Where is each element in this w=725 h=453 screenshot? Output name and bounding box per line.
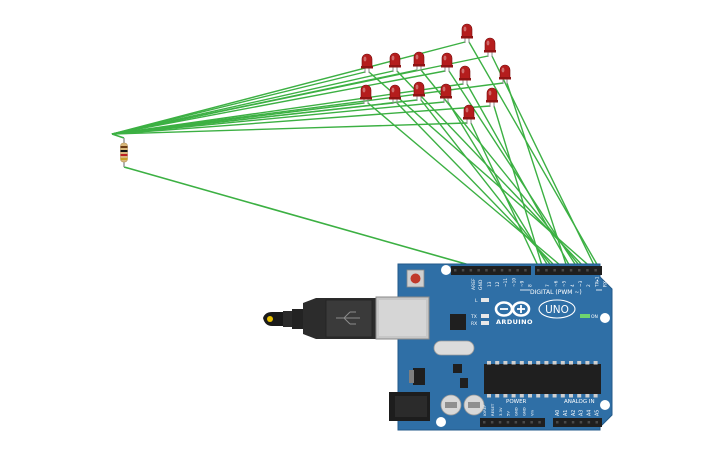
- digital-pin-label: 13: [487, 281, 493, 287]
- atmega-chip: [484, 364, 601, 394]
- digital-pin-label: 7: [545, 284, 551, 287]
- wire-anode[interactable]: [396, 70, 586, 269]
- analog-pin-label: A5: [595, 410, 601, 416]
- led-5[interactable]: [413, 51, 425, 71]
- led-11[interactable]: [413, 81, 425, 101]
- led-l: [481, 298, 489, 302]
- wire-resistor-gnd[interactable]: [123, 166, 481, 269]
- led-2[interactable]: [484, 37, 496, 57]
- digital-pin-label: ~5: [562, 280, 568, 287]
- uno-badge: [538, 299, 576, 319]
- tx-label: TX: [470, 314, 477, 320]
- wire-anode[interactable]: [466, 83, 572, 269]
- voltage-regulator: [413, 368, 425, 385]
- power-pin-label: 3.3V: [498, 407, 503, 416]
- led-1[interactable]: [461, 23, 473, 43]
- digital-pin-label: 4: [570, 284, 576, 287]
- led-l-label: L: [475, 298, 478, 304]
- digital-header-left[interactable]: [451, 266, 531, 275]
- digital-pin-label: 2: [586, 284, 592, 287]
- digital-pin-label: RX◂0: [603, 276, 609, 287]
- analog-pin-label: A4: [587, 410, 593, 416]
- analog-pin-label: A2: [571, 410, 577, 416]
- wire-cathode[interactable]: [111, 69, 418, 135]
- gnd-label: GND: [478, 279, 484, 290]
- analog-pin-label: A1: [563, 410, 569, 416]
- arduino-wordmark: ARDUINO: [496, 318, 533, 326]
- wires-layer: [111, 41, 600, 269]
- led-6[interactable]: [441, 52, 453, 72]
- wire-anode[interactable]: [420, 99, 554, 269]
- led-tx: [481, 314, 489, 318]
- power-pin-label: Vin: [529, 409, 534, 416]
- led-8[interactable]: [499, 64, 511, 84]
- digital-pin-label: 8: [528, 284, 534, 287]
- wire-anode[interactable]: [470, 122, 540, 269]
- uno-text: UNO: [545, 304, 569, 316]
- power-pin-label: 5V: [506, 411, 511, 416]
- wire-anode[interactable]: [491, 55, 597, 269]
- led-13[interactable]: [486, 87, 498, 107]
- resistor[interactable]: [120, 138, 128, 167]
- usb-cable: [263, 298, 378, 339]
- digital-pin-label: ~3: [578, 280, 584, 287]
- small-chip: [453, 364, 462, 373]
- wire-anode[interactable]: [506, 82, 568, 269]
- led-3[interactable]: [361, 53, 373, 73]
- digital-header-right[interactable]: [535, 266, 602, 275]
- on-led: [580, 314, 590, 318]
- digital-pin-label: ~10: [511, 278, 517, 287]
- power-pin-label: RESET: [490, 403, 495, 416]
- wire-anode[interactable]: [396, 102, 558, 269]
- wire-cathode[interactable]: [111, 101, 445, 135]
- analog-label: ANALOG IN: [564, 399, 595, 405]
- digital-pin-label: TX▸1: [594, 276, 600, 288]
- wire-anode[interactable]: [493, 105, 544, 269]
- crystal: [433, 340, 475, 356]
- digital-pin-label: ~11: [503, 278, 509, 287]
- analog-pin-label: A0: [555, 410, 561, 416]
- led-9[interactable]: [360, 84, 372, 104]
- power-pin-label: IOREF: [482, 405, 487, 416]
- usb-chip: [450, 314, 466, 330]
- analog-pin-label: A3: [579, 410, 585, 416]
- wire-anode[interactable]: [447, 101, 550, 269]
- digital-pin-label: ~6: [553, 280, 559, 287]
- arduino-logo: [494, 301, 531, 317]
- power-header[interactable]: [480, 418, 545, 427]
- wire-cathode[interactable]: [111, 105, 491, 135]
- power-pin-label: GND: [514, 407, 519, 416]
- wire-hub-resistor[interactable]: [111, 133, 125, 139]
- digital-pin-label: 12: [495, 281, 501, 287]
- led-12[interactable]: [440, 83, 452, 103]
- led-7[interactable]: [459, 65, 471, 85]
- led-14[interactable]: [463, 104, 475, 124]
- digital-pin-label: ~9: [519, 280, 525, 287]
- rx-label: RX: [471, 321, 477, 327]
- power-label: POWER: [506, 399, 527, 405]
- power-pin-label: GND: [522, 407, 527, 416]
- wire-cathode[interactable]: [111, 71, 366, 135]
- led-rx: [481, 321, 489, 325]
- led-4[interactable]: [389, 52, 401, 72]
- leds-layer: [360, 23, 511, 124]
- wire-cathode[interactable]: [111, 70, 446, 135]
- on-label: ON: [591, 314, 598, 320]
- wire-cathode[interactable]: [111, 122, 468, 135]
- led-10[interactable]: [389, 84, 401, 104]
- analog-header[interactable]: [553, 418, 602, 427]
- wire-cathode[interactable]: [111, 99, 418, 135]
- digital-label: DIGITAL (PWM ~): [530, 289, 582, 296]
- wire-cathode[interactable]: [111, 41, 466, 135]
- aref-label: AREF: [471, 278, 477, 290]
